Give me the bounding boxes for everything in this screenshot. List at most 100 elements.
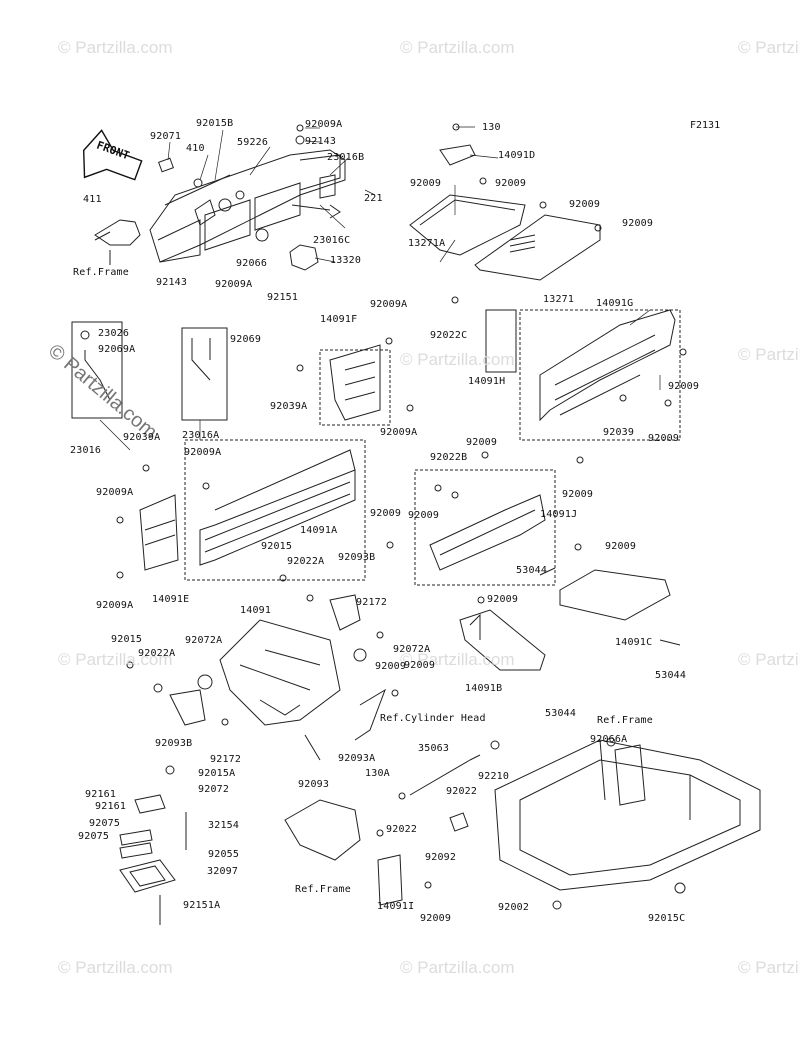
- plate-14091i: [377, 854, 403, 906]
- part-label: 92009: [420, 913, 452, 924]
- part-label: Ref.Frame: [295, 884, 351, 895]
- part-label: 130A: [365, 768, 390, 779]
- dash-panel-59226: [149, 149, 346, 263]
- part-label: 92151: [267, 292, 299, 303]
- part-label: 92022: [386, 824, 418, 835]
- guard-14091a: [184, 439, 366, 581]
- part-label: 53044: [655, 670, 687, 681]
- part-label: 92172: [210, 754, 242, 765]
- ring-92072a-b: [197, 674, 213, 690]
- part-label: 92093B: [155, 738, 193, 749]
- part-411: [94, 219, 141, 246]
- part-92071: [158, 157, 174, 173]
- bracket-92093b-a: [329, 594, 361, 631]
- part-label: 92009A: [370, 299, 408, 310]
- part-label: 92009: [562, 489, 594, 500]
- part-label: 92072A: [393, 644, 431, 655]
- part-label: 59226: [237, 137, 269, 148]
- front-arrow-icon: [82, 129, 143, 181]
- part-label: 92093A: [338, 753, 376, 764]
- part-label: Ref.Cylinder Head: [380, 713, 486, 724]
- part-label: 14091: [240, 605, 272, 616]
- rod-92093: [304, 734, 321, 761]
- part-label: 92039A: [270, 401, 308, 412]
- part-label: 92039A: [123, 432, 161, 443]
- part-label: 35063: [418, 743, 450, 754]
- part-label: 92161: [95, 801, 127, 812]
- part-label: 14091J: [540, 509, 578, 520]
- part-label: Ref.Frame: [73, 267, 129, 278]
- plate-14091c: [539, 567, 681, 646]
- harness-box-23016: [71, 321, 123, 419]
- part-label: 92009: [370, 508, 402, 519]
- part-label: 14091H: [468, 376, 506, 387]
- part-label: 92009: [375, 661, 407, 672]
- part-label: 92093B: [338, 552, 376, 563]
- plate-14091b: [459, 609, 546, 671]
- watermark-6: © Partzilla.com: [738, 345, 800, 364]
- part-92009a-a: [296, 124, 304, 132]
- part-label: 92072A: [185, 635, 223, 646]
- part-label: 92009: [605, 541, 637, 552]
- part-label: 92009: [495, 178, 527, 189]
- part-23016b: [319, 174, 336, 199]
- fasteners: [116, 123, 687, 910]
- part-label: 411: [83, 194, 102, 205]
- panel-13271: [474, 214, 601, 281]
- part-label: 92009A: [96, 487, 134, 498]
- part-label: 92009: [648, 433, 680, 444]
- part-label: 14091D: [498, 150, 536, 161]
- part-label: 92172: [356, 597, 388, 608]
- panel-14091h: [485, 309, 517, 373]
- part-label: 92022C: [430, 330, 468, 341]
- ref-frame-lower: [284, 799, 361, 861]
- part-label: 92092: [425, 852, 457, 863]
- part-label: 92069A: [98, 344, 136, 355]
- part-label: 92015C: [648, 913, 686, 924]
- part-label: 92015: [111, 634, 143, 645]
- watermark-12: © Partzilla.com: [738, 958, 800, 977]
- diagram-code: F2131: [690, 120, 721, 131]
- watermark-10: © Partzilla.com: [58, 958, 173, 977]
- part-label: 23016C: [313, 235, 351, 246]
- part-label: 92022: [446, 786, 478, 797]
- part-label: 92009A: [184, 447, 222, 458]
- watermark-5: © Partzilla.com: [400, 350, 515, 369]
- part-label: 92009: [404, 660, 436, 671]
- part-label: 92009A: [380, 427, 418, 438]
- part-92092: [449, 812, 469, 832]
- part-label: 92143: [156, 277, 188, 288]
- part-label: 92015A: [198, 768, 236, 779]
- watermark-3: © Partzilla.com: [738, 38, 800, 57]
- part-label: 92009: [408, 510, 440, 521]
- part-label: 92072: [198, 784, 230, 795]
- part-label: 92151A: [183, 900, 221, 911]
- part-label: 14091C: [615, 637, 653, 648]
- part-label: 92066A: [590, 734, 628, 745]
- part-label: 92075: [89, 818, 121, 829]
- part-label: 92069: [230, 334, 262, 345]
- part-label: 92055: [208, 849, 240, 860]
- part-92143-a: [295, 135, 305, 145]
- part-label: 92022A: [287, 556, 325, 567]
- part-23016c: [291, 204, 341, 219]
- part-label: 130: [482, 122, 501, 133]
- part-label: 92015: [261, 541, 293, 552]
- part-label: 92009: [622, 218, 654, 229]
- part-label: 92210: [478, 771, 510, 782]
- watermark-11: © Partzilla.com: [400, 958, 515, 977]
- plate-32097: [119, 794, 187, 925]
- part-label: 13320: [330, 255, 362, 266]
- part-label: 92009: [487, 594, 519, 605]
- part-label: 92009: [466, 437, 498, 448]
- watermark-1: © Partzilla.com: [58, 38, 173, 57]
- part-label: 53044: [516, 565, 548, 576]
- guard-14091e: [139, 494, 179, 571]
- guard-14091j: [414, 469, 556, 586]
- part-label: 92002: [498, 902, 530, 913]
- harness-box-23016a: [181, 327, 228, 421]
- part-label: 14091G: [596, 298, 634, 309]
- part-410: [193, 178, 203, 188]
- bracket-92093b-b: [169, 689, 206, 726]
- part-label: 14091I: [377, 901, 415, 912]
